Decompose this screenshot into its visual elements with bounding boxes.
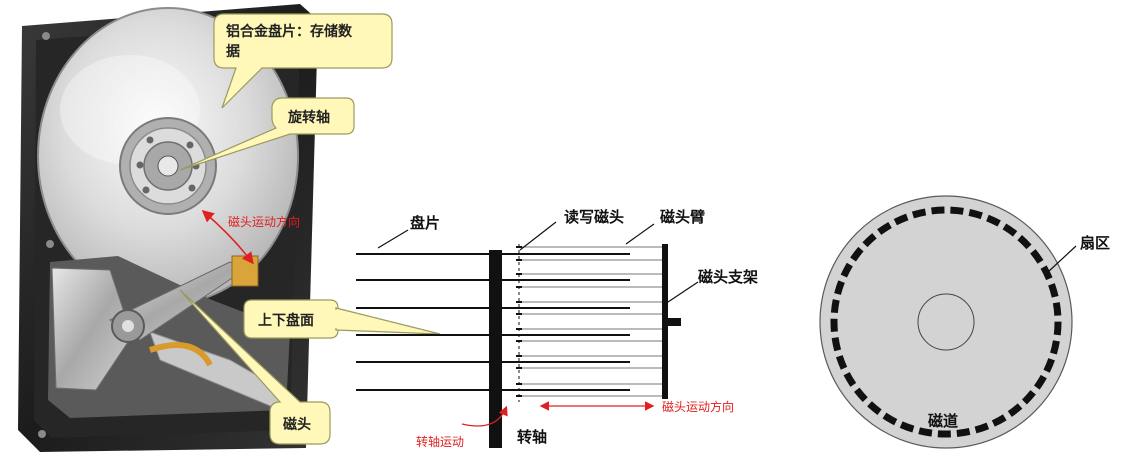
leader-carriage [667, 281, 699, 303]
label-carriage: 磁头支架 [698, 268, 758, 286]
leader-rw-head [519, 221, 557, 251]
pivot-center [122, 320, 134, 332]
callout-head-label: 磁头 [283, 416, 311, 433]
carriage-pivot [668, 318, 681, 326]
screw-icon [42, 32, 50, 40]
label-track: 磁道 [928, 412, 958, 430]
leader-sector [1047, 245, 1077, 273]
photo-head-direction-label: 磁头运动方向 [228, 214, 300, 229]
top-view-diagram: 扇区 磁道 [819, 195, 1110, 449]
sector-ring [830, 206, 1062, 438]
disk-hub [917, 293, 975, 351]
head-carriage [662, 244, 668, 399]
spindle-motion-arrow [461, 405, 508, 427]
head-arms [522, 246, 662, 397]
label-arm: 磁头臂 [660, 208, 705, 226]
label-spindle: 转轴 [517, 428, 547, 446]
callout-platter-line1: 铝合金盘片：存储数 [226, 23, 353, 40]
head-direction-arrow [201, 210, 254, 265]
side-view-diagram: 盘片 读写磁头 磁头臂 磁头支架 转轴 转轴运动 磁头运动方向 [356, 208, 758, 449]
platters [356, 253, 630, 391]
screw-icon [38, 430, 46, 438]
callout-platter: 铝合金盘片：存储数 据 [213, 13, 393, 109]
callout-surfaces: 上下盘面 [243, 299, 441, 339]
spindle-shaft [489, 250, 502, 448]
screw-icon [46, 240, 54, 248]
label-sector: 扇区 [1080, 234, 1110, 252]
actuator-plate [51, 267, 133, 391]
label-platter: 盘片 [410, 214, 440, 232]
leader-platter [377, 229, 409, 249]
label-head-motion: 磁头运动方向 [662, 399, 734, 414]
callout-surfaces-label: 上下盘面 [258, 312, 314, 329]
callout-head: 磁头 [179, 289, 331, 445]
callout-platter-line2: 据 [226, 43, 240, 60]
label-rw-head: 读写磁头 [564, 208, 624, 226]
callout-spindle: 旋转轴 [179, 97, 355, 171]
gold-connector [231, 255, 259, 287]
label-spindle-motion: 转轴运动 [416, 434, 464, 449]
spindle-hub [119, 117, 217, 215]
amber-flex [149, 342, 213, 367]
leader-arm [625, 223, 655, 245]
callout-spindle-label: 旋转轴 [287, 109, 330, 126]
